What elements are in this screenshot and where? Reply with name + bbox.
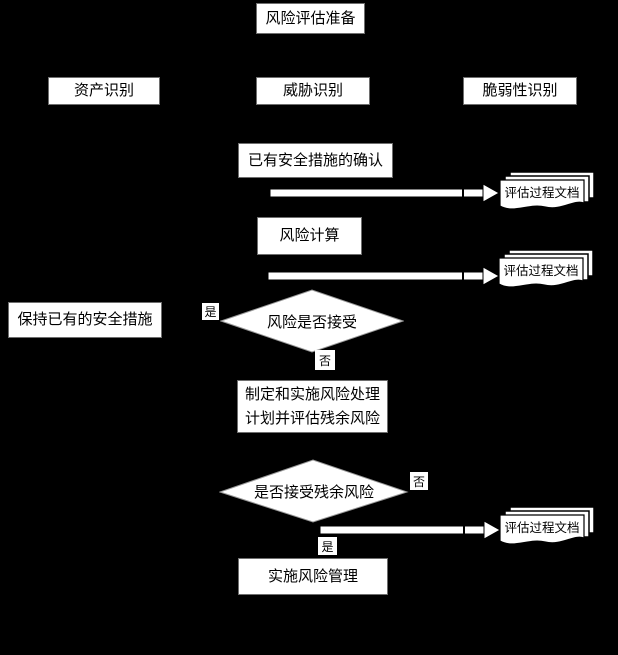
diamond-risk-acceptable: [220, 289, 404, 353]
node-threat-identification: 威胁识别: [256, 77, 370, 105]
document-stack-icon-1: 评估过程文档: [499, 171, 595, 210]
document-stack-icon-3: 评估过程文档: [499, 506, 595, 545]
treatment-plan-line1: 制定和实施风险处理: [244, 386, 380, 403]
block-arrow-to-document-1: [270, 183, 500, 203]
document-stack-icon-2: 评估过程文档: [498, 249, 594, 288]
branch-label-yes-2: 是: [318, 537, 337, 555]
branch-label-no-2: 否: [410, 472, 428, 490]
branch-label-yes-1: 是: [202, 303, 219, 320]
document-label-2: 评估过程文档: [503, 263, 578, 278]
block-arrow-to-document-3: [320, 520, 501, 540]
node-risk-calculation: 风险计算: [257, 217, 362, 255]
treatment-plan-line2: 计划并评估残余风险: [244, 410, 380, 427]
diamond-residual-risk-acceptable: [219, 459, 409, 523]
block-arrow-to-document-2: [268, 266, 500, 286]
node-implement-risk-management: 实施风险管理: [238, 558, 388, 595]
node-risk-treatment-plan: 制定和实施风险处理 计划并评估残余风险: [237, 380, 388, 433]
branch-label-no-1: 否: [315, 350, 335, 370]
node-vulnerability-identification: 脆弱性识别: [463, 77, 577, 105]
node-asset-identification: 资产识别: [48, 77, 160, 105]
document-label-1: 评估过程文档: [504, 185, 579, 200]
document-label-3: 评估过程文档: [504, 520, 579, 535]
node-risk-assessment-prepare: 风险评估准备: [256, 3, 365, 34]
node-keep-existing-measures: 保持已有的安全措施: [8, 302, 162, 338]
node-confirm-existing-measures: 已有安全措施的确认: [238, 143, 393, 178]
